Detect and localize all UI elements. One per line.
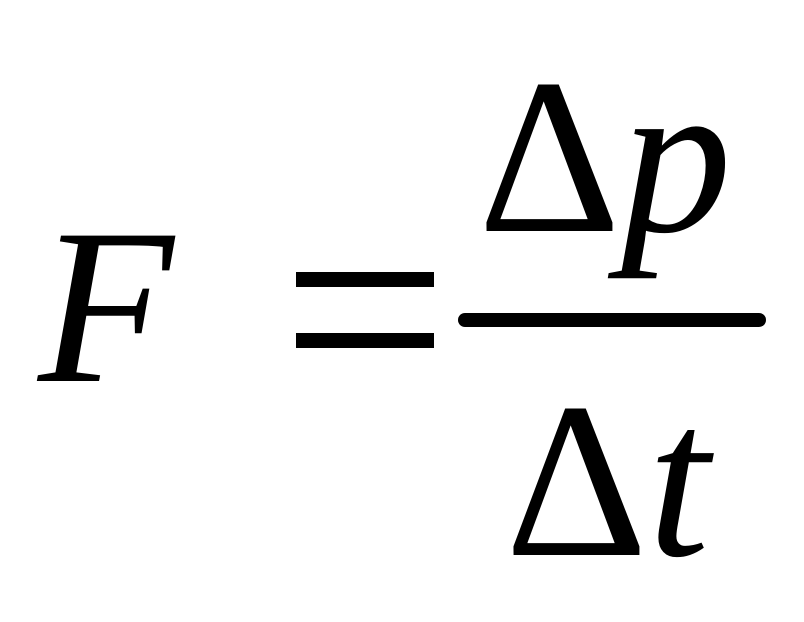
fraction-denominator: Δt [505, 358, 710, 604]
equals-bar-top [296, 272, 434, 287]
fraction-numerator: Δp [478, 34, 732, 280]
equals-bar-bottom [296, 333, 434, 348]
fraction-bar [458, 313, 766, 327]
equation-lhs-variable: F [38, 184, 174, 430]
